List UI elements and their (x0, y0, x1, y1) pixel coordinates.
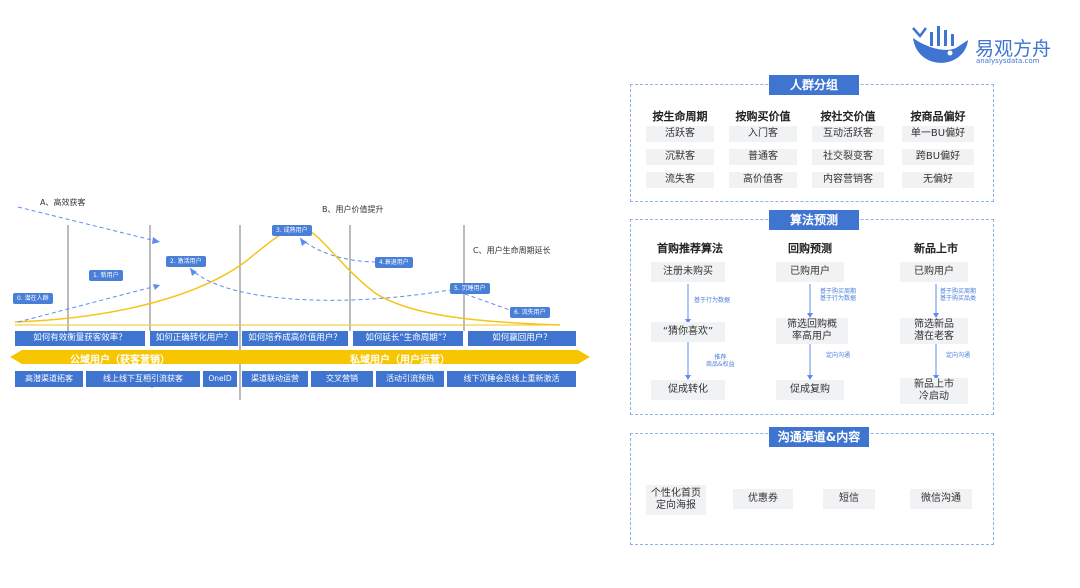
algo-step: 注册未购买 (651, 262, 725, 282)
stage-tag-new: 1. 新用户 (89, 270, 123, 281)
algo-note: 基于行为数据 (694, 297, 731, 304)
algo-col-head: 回购预测 (788, 242, 832, 255)
question-box: 如何延长“生命周期”？ (353, 331, 463, 346)
algo-note: 基于购买周期 基于购买品类 (940, 288, 977, 302)
algo-arrows (685, 284, 939, 380)
stage-tag-lost: 6. 流失用户 (510, 307, 550, 318)
stage-c-label: C、用户生命周期延长 (473, 246, 551, 255)
stage-b-label: B、用户价值提升 (322, 205, 384, 214)
stage-tag-declining: 4.衰退用户 (375, 257, 413, 268)
crowd-cell: 流失客 (646, 172, 714, 188)
action-box: 高潜渠道拓客 (15, 371, 83, 387)
action-box: 渠道联动运营 (242, 371, 308, 387)
crowd-title: 人群分组 (769, 75, 859, 95)
crowd-cell: 内容营销客 (812, 172, 884, 188)
algo-step: 已购用户 (900, 262, 968, 282)
crowd-col-head: 按社交价值 (820, 110, 876, 123)
crowd-col-head: 按商品偏好 (910, 110, 966, 123)
algo-step: 促成转化 (651, 380, 725, 400)
action-box: OneID (203, 371, 237, 387)
algo-step: “猜你喜欢” (651, 322, 725, 342)
public-domain-label: 公域用户（获客营销） (70, 355, 170, 366)
algo-note: 基于购买周期 基于行为数据 (820, 288, 857, 302)
crowd-cell: 社交裂变客 (812, 149, 884, 165)
crowd-cell: 单一BU偏好 (902, 126, 974, 142)
stage-tag-mature: 3. 成熟用户 (272, 225, 312, 236)
action-box: 活动引流预热 (376, 371, 444, 387)
channel-title: 沟通渠道&内容 (769, 427, 869, 447)
question-box: 如何赢回用户？ (468, 331, 576, 346)
channel-item: 短信 (823, 489, 875, 509)
crowd-cell: 沉默客 (646, 149, 714, 165)
algo-note: 定向沟通 (946, 352, 971, 359)
crowd-cell: 无偏好 (902, 172, 974, 188)
crowd-col-head: 按生命周期 (652, 110, 708, 123)
crowd-cell: 普通客 (729, 149, 797, 165)
channel-item: 微信沟通 (910, 489, 972, 509)
action-box: 线上线下互相引流获客 (86, 371, 200, 387)
algo-step: 筛选回购概 率高用户 (776, 318, 848, 344)
stage-tag-dormant: 5. 沉睡用户 (450, 283, 490, 294)
question-box: 如何有效衡量获客效率？ (15, 331, 145, 346)
crowd-cell: 高价值客 (729, 172, 797, 188)
stage-tag-potential: 0. 潜在人群 (13, 293, 53, 304)
algo-col-head: 新品上市 (914, 242, 958, 255)
action-box: 交叉营销 (311, 371, 373, 387)
action-box: 线下沉睡会员线上重新激活 (447, 371, 576, 387)
crowd-cell: 活跃客 (646, 126, 714, 142)
channel-item: 个性化首页 定向海报 (646, 485, 706, 515)
algo-col-head: 首购推荐算法 (657, 242, 723, 255)
stage-a-label: A、高效获客 (40, 198, 86, 207)
crowd-cell: 跨BU偏好 (902, 149, 974, 165)
question-box: 如何培养成高价值用户？ (242, 331, 348, 346)
crowd-cell: 入门客 (729, 126, 797, 142)
logo-domain: analysysdata.com (976, 57, 1040, 65)
stage-tag-activated: 2. 激活用户 (166, 256, 206, 267)
algo-step: 新品上市 冷启动 (900, 378, 968, 404)
question-box: 如何正确转化用户？ (150, 331, 238, 346)
algo-step: 促成复购 (776, 380, 844, 400)
crowd-cell: 互动活跃客 (812, 126, 884, 142)
private-domain-label: 私域用户（用户运营） (350, 355, 450, 366)
crowd-col-head: 按购买价值 (735, 110, 791, 123)
algo-step: 筛选新品 潜在老客 (900, 318, 968, 344)
algo-step: 已购用户 (776, 262, 844, 282)
channel-item: 优惠券 (733, 489, 793, 509)
algo-title: 算法预测 (769, 210, 859, 230)
whale-logo-icon (912, 26, 968, 63)
algo-note: 推荐 商品&权益 (706, 354, 735, 368)
algo-note: 定向沟通 (826, 352, 851, 359)
logo-name: 易观方舟 (975, 38, 1052, 60)
